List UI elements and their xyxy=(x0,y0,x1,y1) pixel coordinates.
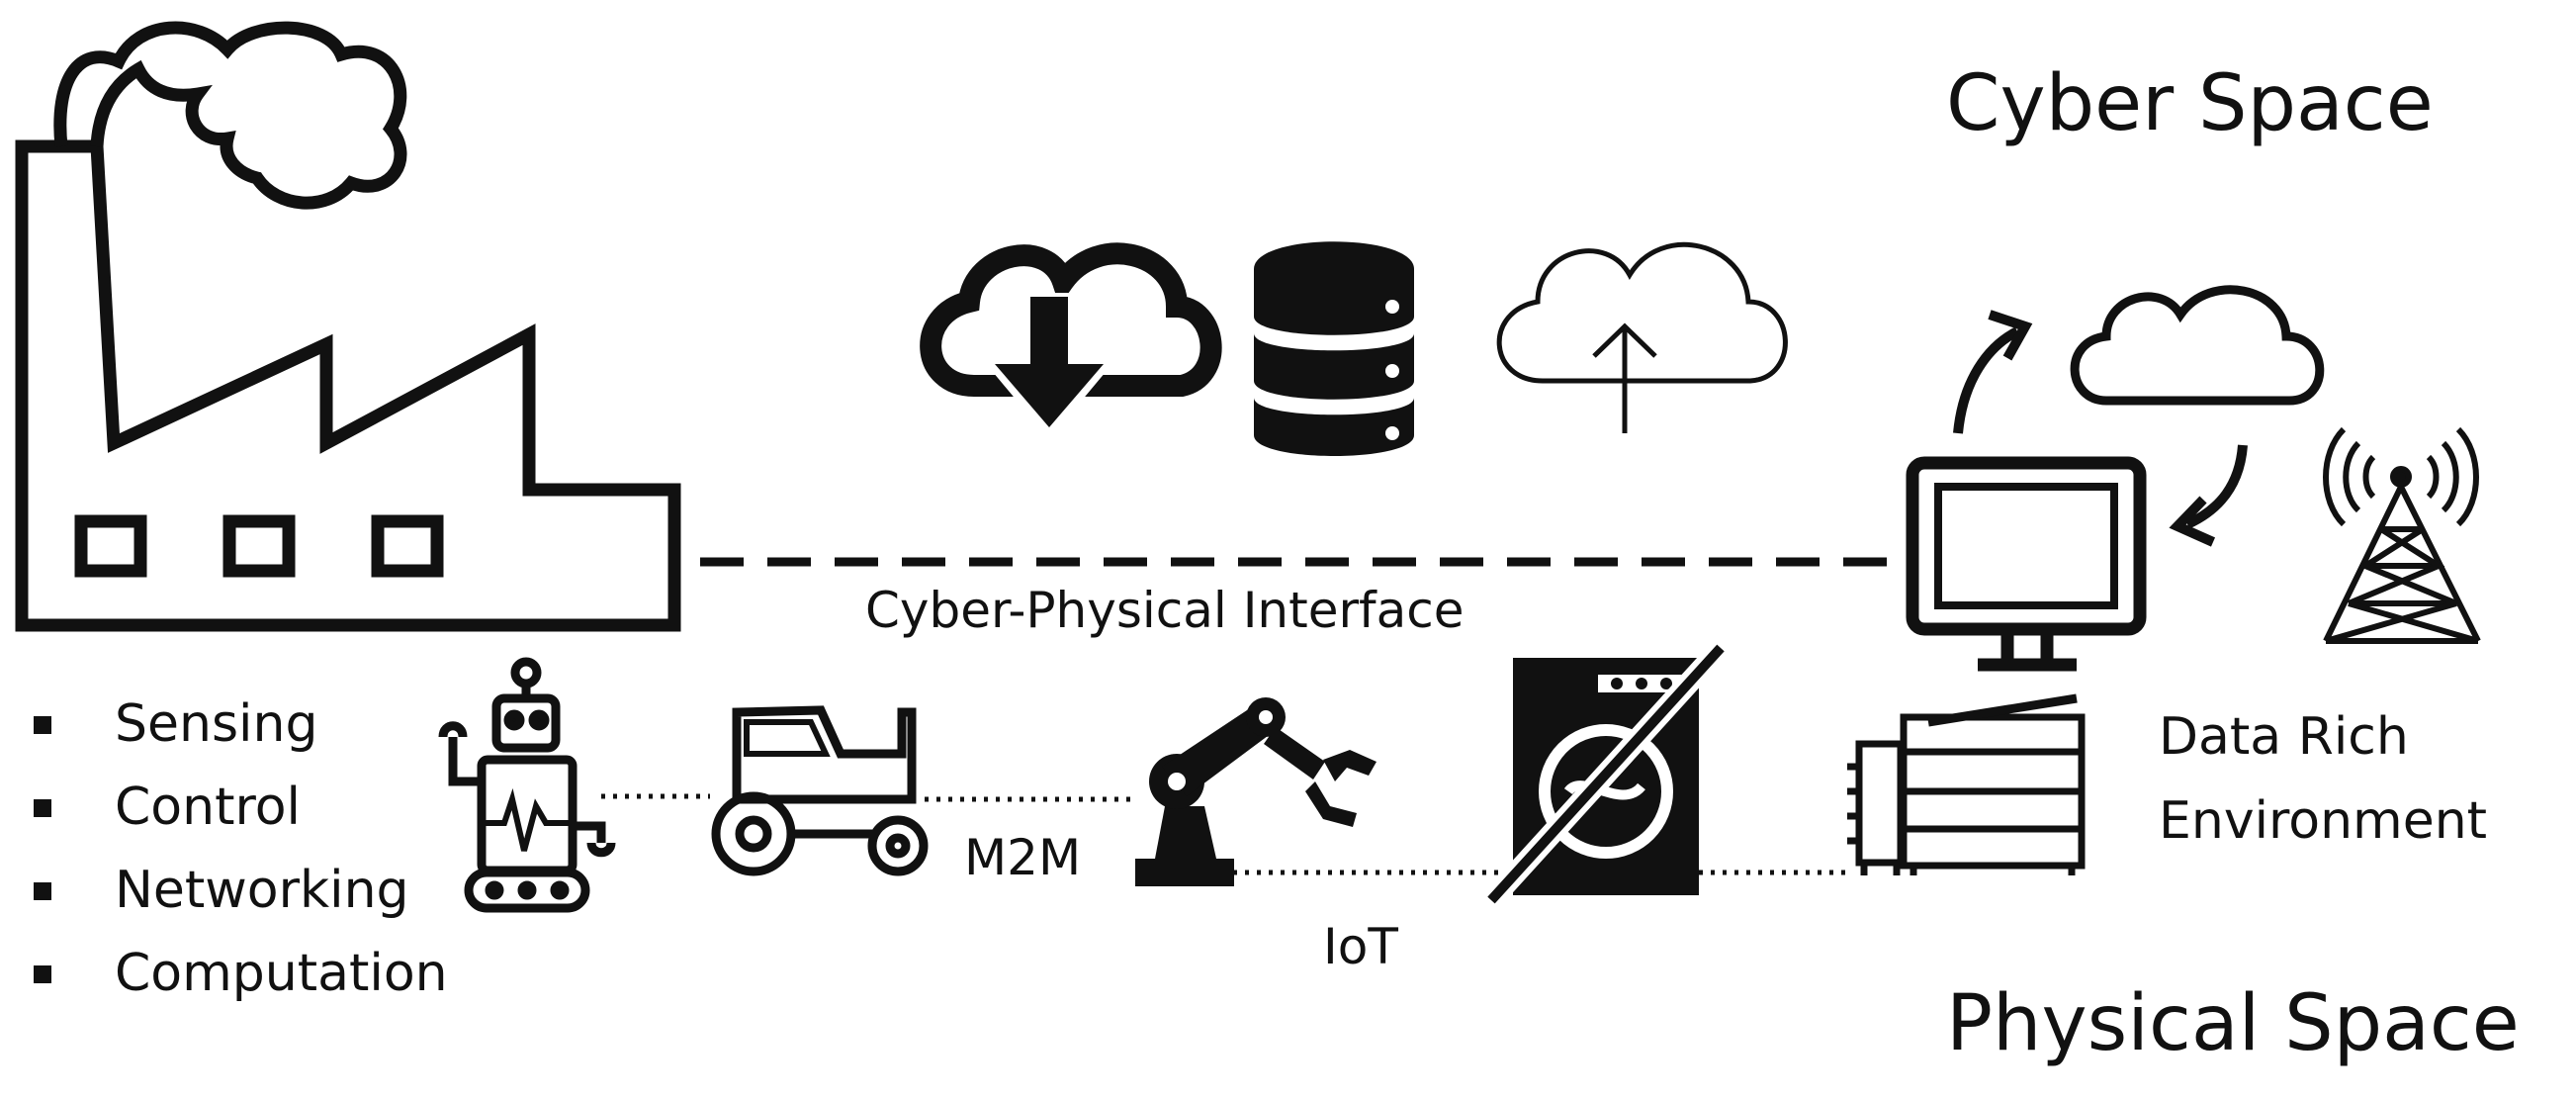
database-icon xyxy=(1254,241,1414,456)
bullet-icon xyxy=(34,882,51,900)
bullet-icon xyxy=(34,965,51,983)
robot-icon xyxy=(438,657,616,913)
cyber-space-label: Cyber Space xyxy=(1946,59,2434,148)
list-item: Control xyxy=(28,766,448,849)
bullet-icon xyxy=(34,799,51,817)
data-rich-label: Data Rich xyxy=(2159,707,2409,767)
m2m-label: M2M xyxy=(964,829,1082,886)
factory-icon xyxy=(15,21,681,632)
bullet-icon xyxy=(34,716,51,734)
cloud-download-icon xyxy=(920,242,1222,440)
tractor-icon xyxy=(711,705,929,876)
list-item: Computation xyxy=(28,932,448,1015)
copier-icon xyxy=(1847,693,2086,875)
environment-label: Environment xyxy=(2159,791,2488,851)
cloud-icon xyxy=(2070,285,2325,406)
physical-space-label: Physical Space xyxy=(1946,979,2520,1068)
robotic-arm-icon xyxy=(1135,697,1377,886)
connection-dotted-lines xyxy=(601,793,1849,875)
iot-label: IoT xyxy=(1323,918,1398,975)
cloud-upload-icon xyxy=(1496,241,1788,433)
monitor-icon xyxy=(1906,456,2147,672)
washing-machine-icon xyxy=(1482,640,1730,908)
list-item: Sensing xyxy=(28,683,448,766)
list-item: Networking xyxy=(28,849,448,932)
cycle-arrow-icon xyxy=(1953,310,2248,547)
cyber-physical-interface-label: Cyber-Physical Interface xyxy=(865,582,1465,639)
radio-tower-icon xyxy=(2323,426,2481,644)
capability-list: Sensing Control Networking Computation xyxy=(28,683,448,1015)
